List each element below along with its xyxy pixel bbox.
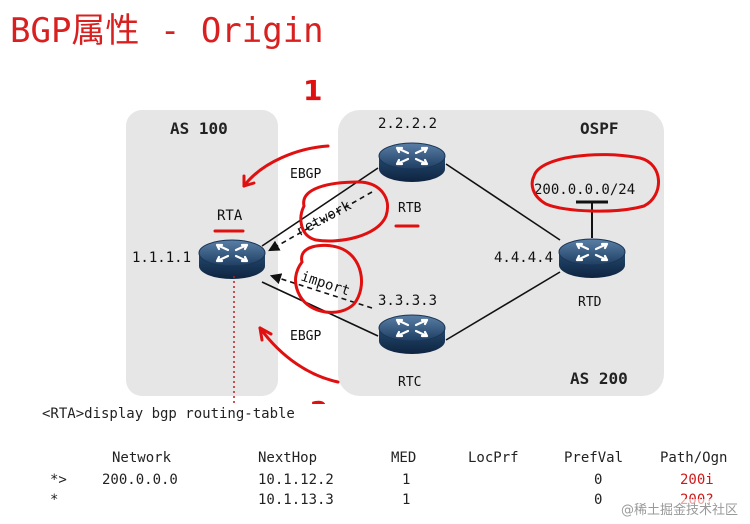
- header-med: MED: [391, 450, 417, 466]
- header-prefval: PrefVal: [564, 450, 624, 466]
- rtd-ip: 4.4.4.4: [494, 250, 553, 266]
- rtb-name: RTB: [398, 201, 422, 216]
- rtd-name: RTD: [578, 295, 602, 310]
- rta-ip: 1.1.1.1: [132, 250, 191, 266]
- row1-prefval: 0: [594, 472, 603, 488]
- link-rtc-rtd: [445, 271, 561, 341]
- as200-label: AS 200: [570, 369, 628, 388]
- rtc-name: RTC: [398, 375, 421, 390]
- page-title: BGP属性 - Origin: [10, 11, 324, 51]
- cli-command: <RTA>display bgp routing-table: [42, 406, 295, 422]
- ospf-label: OSPF: [580, 119, 619, 138]
- link-rtb-rtd: [445, 163, 561, 241]
- header-path-ogn: Path/Ogn: [660, 450, 728, 466]
- row2-med: 1: [402, 492, 411, 508]
- rtb-ip: 2.2.2.2: [378, 116, 437, 132]
- row1-nexthop: 10.1.12.2: [258, 472, 334, 488]
- rtc-ip: 3.3.3.3: [378, 293, 437, 309]
- link-rta-rtc: [261, 281, 379, 337]
- header-network: Network: [112, 450, 172, 466]
- network-advert-arrow: [268, 191, 373, 252]
- rta-name: RTA: [217, 208, 243, 224]
- row1-path-ogn: 200i: [680, 472, 714, 488]
- header-locprf: LocPrf: [468, 450, 519, 466]
- row2-status: *: [50, 492, 59, 508]
- bgp-routing-table: <RTA>display bgp routing-table Network N…: [28, 404, 750, 524]
- header-nexthop: NextHop: [258, 450, 318, 466]
- router-rtd[interactable]: [557, 237, 627, 280]
- ebgp-top-label: EBGP: [290, 167, 321, 182]
- router-rtc[interactable]: [377, 313, 447, 356]
- row2-nexthop: 10.1.13.3: [258, 492, 334, 508]
- row1-network: 200.0.0.0: [102, 472, 178, 488]
- annotation-top-mark: 1: [303, 74, 322, 107]
- ebgp-bottom-label: EBGP: [290, 329, 321, 344]
- row1-med: 1: [402, 472, 411, 488]
- router-rta[interactable]: [197, 238, 267, 281]
- row2-prefval: 0: [594, 492, 603, 508]
- row1-status: *>: [50, 472, 67, 488]
- watermark: @稀土掘金技术社区: [620, 499, 738, 518]
- as100-label: AS 100: [170, 119, 228, 138]
- prefix-label: 200.0.0.0/24: [534, 182, 635, 198]
- router-rtb[interactable]: [377, 141, 447, 184]
